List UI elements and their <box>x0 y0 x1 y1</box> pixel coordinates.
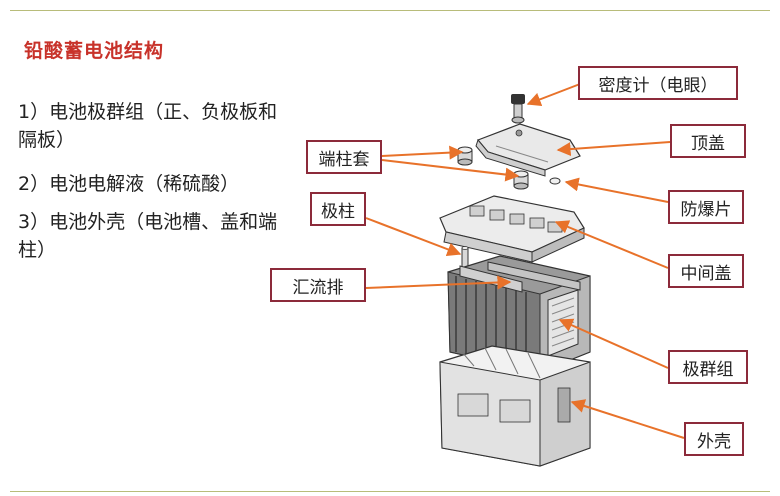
label-hydrometer: 密度计（电眼） <box>578 66 738 100</box>
label-explosion-proof: 防爆片 <box>668 190 744 224</box>
bullet-electrolyte: 2）电池电解液（稀硫酸） <box>18 173 240 195</box>
label-case: 外壳 <box>684 422 744 456</box>
arrow-explosion-proof <box>564 177 669 203</box>
arrow-busbar <box>365 275 512 290</box>
arrow-plate-group <box>558 318 669 369</box>
label-terminal-post: 极柱 <box>310 192 366 226</box>
top-cover-part <box>475 123 581 177</box>
case-part <box>439 345 591 467</box>
plate-group-part <box>447 255 591 373</box>
explosion-proof-disc <box>549 177 561 185</box>
label-plate-group: 极群组 <box>668 350 748 384</box>
bullet-case: 3）电池外壳（电池槽、盖和端柱） <box>18 211 278 261</box>
arrow-case <box>570 399 685 439</box>
arrow-terminal-post <box>365 217 462 257</box>
top-divider <box>10 10 770 11</box>
arrow-sleeve-1 <box>381 145 464 160</box>
middle-cover-part <box>439 195 585 263</box>
bullet-plate-group: 1）电池极群组（正、负极板和隔板） <box>18 101 278 151</box>
hydrometer-part <box>511 94 525 124</box>
label-top-cover: 顶盖 <box>670 124 746 158</box>
label-terminal-sleeve: 端柱套 <box>306 140 382 174</box>
arrow-top-cover <box>556 141 671 157</box>
arrow-middle-cover <box>554 220 669 269</box>
label-middle-cover: 中间盖 <box>668 254 744 288</box>
arrow-hydrometer <box>526 83 581 107</box>
bottom-divider <box>10 491 770 492</box>
callout-arrows <box>365 83 685 439</box>
arrow-sleeve-2 <box>381 159 520 182</box>
page-title: 铅酸蓄电池结构 <box>24 40 165 62</box>
label-busbar: 汇流排 <box>270 268 366 302</box>
